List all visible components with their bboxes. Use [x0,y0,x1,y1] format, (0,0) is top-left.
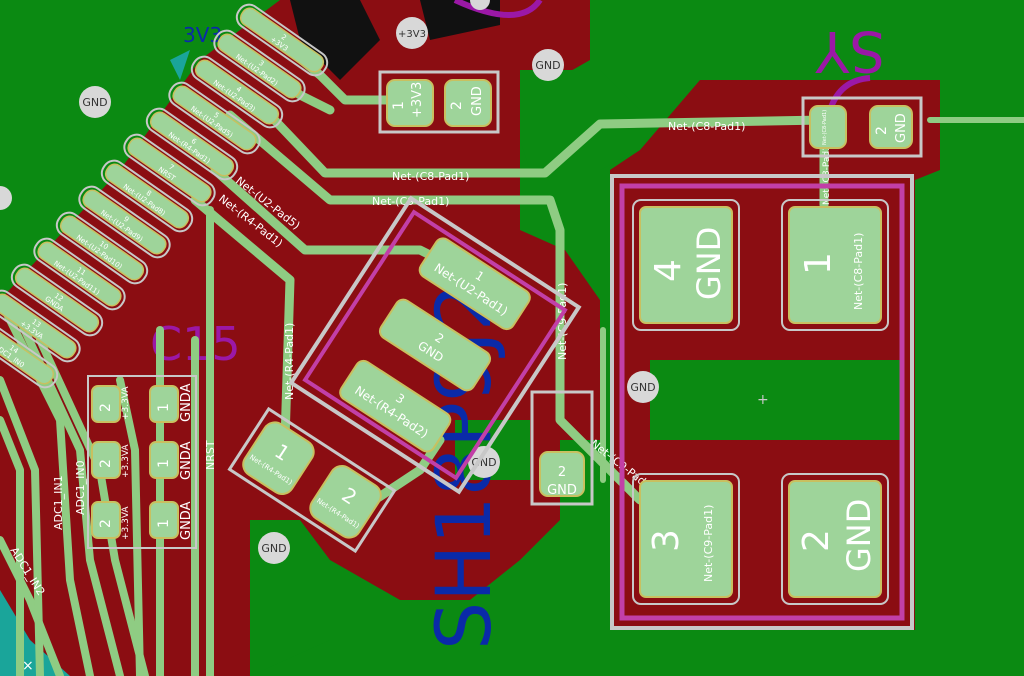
ic-pin-3-num: 3 [257,59,265,68]
crystal-footprint[interactable]: 4 GND 1 Net-(C8-Pad1) 3 Net-(C9-Pad1) 2 … [610,174,914,630]
label-c8-mid: Net-(C8-Pad1) [392,170,469,183]
via-gnd-1[interactable]: GND [79,86,111,118]
cap-l2-pad2[interactable] [91,441,121,479]
cap-l1-pad2-net: +3.3VA [121,386,131,420]
cap-l3-pad1-num: 1 [156,519,172,528]
cap-l3-pad2-net: +3.3VA [121,506,131,540]
cap-l1-pad2[interactable] [91,385,121,423]
ic-pin-9-num: 9 [122,215,130,224]
black-zone [290,0,380,80]
ic-pin-12-num: 12 [53,292,65,304]
ic-pin-11-num: 11 [75,266,87,278]
cap-right[interactable]: Net-(C8-Pad1) 2 GND [801,96,923,158]
ic-pin-10-num: 10 [98,240,110,252]
cap-l3-pad1[interactable] [149,501,179,539]
via-3v3[interactable]: +3V3 [396,17,428,49]
cap-l2-pad2-net: +3.3VA [121,444,131,478]
via-top-right-small [470,0,490,10]
crystal-pad4-net: GND [690,227,728,300]
crystal-pad2-net: GND [840,499,878,572]
ic-pin-14-num: 14 [8,344,20,356]
label-adc1-in0: ADC1_IN0 [74,460,87,515]
cap-top[interactable]: 1 +3V3 2 GND [378,70,500,134]
silk-arc-top [453,0,543,18]
cap-l1-pad1-num: 1 [156,403,172,412]
cap-top-pad1-num: 1 [391,101,407,110]
track-c9-pad1 [225,110,645,505]
cap-l2-pad1-net: GNDA [179,441,194,480]
cap-l2-pad1[interactable] [149,441,179,479]
via-gnd-5[interactable]: GND [258,532,290,564]
crystal-pad3-net: Net-(C9-Pad1) [702,505,715,582]
crystal-pad3-num: 3 [646,529,687,552]
ic-pin-7-num: 7 [167,163,175,172]
cap-top-pad2-net: GND [470,86,485,116]
track-left-bus-10 [0,416,24,676]
resistor-r4[interactable]: 1 Net-(R4-Pad1) 2 Net-(R4-Pad1) [227,406,397,554]
label-r4pad1-v: Net-(R4-Pad1) [283,323,296,400]
silk-3v3-top-left: 3V3 [183,23,222,47]
cap-l3-pad1-net: GNDA [179,501,194,540]
gnd-island-upper [520,70,640,170]
ic-pin-6-num: 6 [190,137,199,146]
ic-pin-2[interactable]: 2+3V3 [233,0,332,79]
track-left-bus-7 [0,536,64,676]
label-c8-vertical: Net-(C8-Pad1) [822,142,832,205]
ic-pin-8-num: 8 [145,189,153,198]
cap-l3-pad2[interactable] [91,501,121,539]
cap-right-pad2-num: 2 [874,126,890,135]
caps-lower-left: 2 +3.3VA 1 GNDA 2 +3.3VA 1 GNDA 2 +3.3VA… [87,375,197,549]
track-r4-pad1 [190,195,295,445]
cap-l2-pad1-num: 1 [156,459,172,468]
track-left-bus-5 [16,316,124,676]
via-layer: GND GND GND GND GND +3V3 [0,0,659,564]
cap-center-pad2-net: GND [547,483,577,498]
via-gnd-3[interactable]: GND [627,371,659,403]
svg-text:GND: GND [261,542,286,555]
cap-center-small[interactable]: 2 GND [530,390,594,506]
track-c8-pad1 [260,105,829,178]
sot23-footprint[interactable]: 1 Net-(U2-Pad1) 2 GND 3 Net-(R4-Pad2) [288,195,582,495]
label-c8-horizontal: Net-(C8-Pad1) [668,120,745,133]
cap-right-pad2-net: GND [894,113,909,143]
ic-pin-4-num: 4 [235,85,244,94]
crystal-pad4-num: 4 [648,259,689,282]
via-left-edge [0,186,12,210]
cap-l1-pad1[interactable] [149,385,179,423]
ic-pin-5-num: 5 [212,111,220,120]
via-gnd-2[interactable]: GND [532,49,564,81]
label-adc1-in1: ADC1_IN1 [52,475,65,530]
cap-l1-pad2-num: 2 [98,403,114,412]
cap-center-pad2-num: 2 [558,465,566,480]
track-left-bus-8 [0,376,44,676]
ic-pin-2-num: 2 [280,33,288,42]
cap-top-pad2-num: 2 [449,101,465,110]
crystal-center-cross: + [757,392,769,408]
label-nrst: NRST [204,440,217,470]
svg-text:+3V3: +3V3 [398,29,426,40]
ic-pin-13-num: 13 [30,318,42,330]
svg-text:GND: GND [82,96,107,109]
svg-text:GND: GND [535,59,560,72]
crystal-pad2-num: 2 [796,529,837,552]
svg-text:GND: GND [630,381,655,394]
cap-right-pad1-net: Net-(C8-Pad1) [822,110,828,145]
cap-l2-pad2-num: 2 [98,459,114,468]
crystal-pad1-net: Net-(C8-Pad1) [852,233,865,310]
cap-l3-pad2-num: 2 [98,519,114,528]
teal-zone-left [170,50,190,80]
gnd-island-lower [250,560,330,676]
cap-l1-pad1-net: GNDA [179,383,194,422]
silk-sy-label: SY [814,18,885,83]
corner-marker: × [22,658,34,674]
cap-top-pad1-net: +3V3 [410,82,425,118]
crystal-pad1-num: 1 [798,252,839,275]
track-left-bus-9 [116,376,144,676]
gnd-island-crystal-mid [650,360,900,440]
